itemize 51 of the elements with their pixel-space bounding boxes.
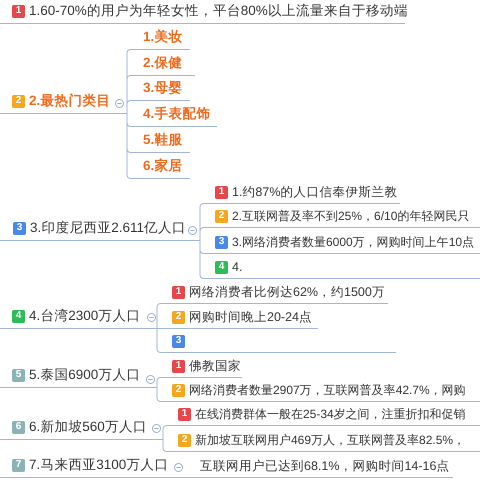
topic-text: 网购时间晚上20-24点	[189, 310, 312, 324]
priority-marker: 1	[12, 4, 25, 18]
priority-marker: 1	[172, 360, 185, 372]
topic-text: 2.最热门类目	[29, 92, 110, 110]
priority-marker: 3	[13, 222, 26, 234]
topic-text: 6.新加坡560万人口	[29, 418, 147, 436]
priority-marker: 4	[215, 260, 228, 274]
topic-text: 在线消费群体一般在25-34岁之间，注重折扣和促销	[195, 406, 466, 422]
topic-text: 5.鞋服	[143, 132, 182, 148]
priority-marker: 3	[215, 236, 228, 248]
priority-marker: 2	[215, 210, 228, 222]
priority-marker: 2	[172, 384, 185, 396]
mind-map-topic	[131, 155, 190, 179]
topic-text: 网络消费者比例达62%，约1500万	[189, 284, 385, 300]
topic-text: 4.	[232, 260, 242, 274]
priority-marker: 2	[12, 94, 25, 108]
connector-line	[112, 113, 132, 179]
topic-text: 新加坡互联网用户469万人，互联网普及率82.5%，	[195, 432, 466, 448]
topic-text: 5.泰国6900万人口	[29, 366, 140, 384]
connector-line	[142, 328, 162, 353]
topic-text: 佛教国家	[189, 358, 241, 374]
connector-line	[148, 439, 168, 452]
topic-text: 1.60-70%的用户为年轻女性，平台80%以上流量来自于移动端	[29, 2, 408, 20]
priority-marker: 7	[12, 458, 25, 472]
topic-text: 1.约87%的人口信奉伊斯兰教	[232, 184, 398, 200]
priority-marker: 3	[172, 334, 185, 348]
topic-text: 7.马来西亚3100万人口	[29, 456, 168, 474]
priority-marker: 4	[12, 310, 25, 322]
topic-text: 2.互联网普及率不到25%，6/10的年轻网民只	[232, 208, 470, 224]
topic-text: 3.印度尼西亚2.611亿人口	[30, 220, 186, 236]
topic-text: 2.保健	[143, 54, 182, 72]
priority-marker: 1	[215, 186, 228, 198]
priority-marker: 5	[12, 368, 25, 382]
mind-map-topic	[0, 90, 112, 114]
connector-line	[170, 477, 186, 478]
priority-marker: 1	[172, 286, 185, 298]
connector-line	[186, 240, 204, 279]
topic-text: 3.母婴	[143, 80, 182, 96]
priority-marker: 6	[12, 420, 25, 434]
priority-marker: 2	[178, 434, 191, 446]
topic-text: 4.台湾2300万人口	[29, 308, 140, 324]
topic-text: 互联网用户已达到68.1%，网购时间14-16点	[200, 458, 450, 474]
topic-text: 网络消费者数量2907万，互联网普及率42.7%，网购	[189, 382, 466, 398]
topic-text: 6.家居	[143, 158, 182, 174]
mind-map-topic	[131, 26, 190, 50]
topic-text: 3.网络消费者数量6000万，网购时间上午10点	[232, 234, 474, 250]
topic-text: 4.手表配饰	[143, 106, 210, 122]
priority-marker: 2	[172, 310, 185, 324]
priority-marker: 1	[178, 408, 191, 420]
topic-text: 1.美妆	[143, 28, 182, 46]
connector-line	[142, 387, 162, 402]
